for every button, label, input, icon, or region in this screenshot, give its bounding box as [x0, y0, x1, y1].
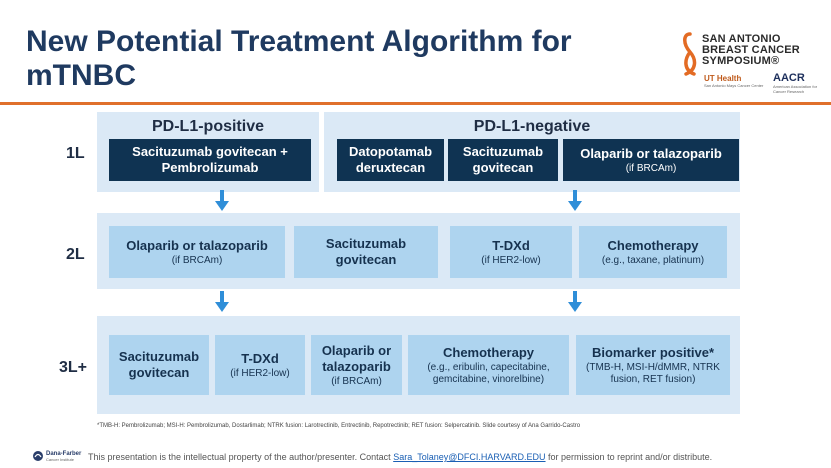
box-title: Biomarker positive*	[591, 344, 715, 360]
row-label-1l: 1L	[66, 145, 85, 162]
pdl1-negative-header: PD-L1-negative	[473, 118, 591, 135]
3l-box-parp: Olaparib or talazoparib (if BRCAm)	[311, 335, 402, 395]
box-subtitle: (if HER2-low)	[230, 367, 290, 379]
box-title: Datopotamab deruxtecan	[348, 144, 433, 175]
down-arrow-icon	[215, 190, 229, 211]
pdl1-positive-header: PD-L1-positive	[151, 118, 264, 135]
box-title: Sacituzumab govitecan	[462, 144, 544, 175]
box-subtitle: (if BRCAm)	[625, 162, 677, 174]
3l-box-biomarker: Biomarker positive* (TMB-H, MSI-H/dMMR, …	[576, 335, 730, 395]
2l-box-sg: Sacituzumab govitecan	[294, 226, 438, 278]
sabcs-logo: SAN ANTONIO BREAST CANCER SYMPOSIUM® UT …	[680, 30, 825, 98]
3l-box-chemo: Chemotherapy (e.g., eribulin, capecitabi…	[408, 335, 569, 395]
footer-text: for permission to reprint and/or distrib…	[545, 452, 713, 462]
box-subtitle: (if HER2-low)	[481, 254, 541, 266]
1l-box-sg: Sacituzumab govitecan	[448, 139, 558, 181]
box-title: Olaparib or talazoparib	[321, 342, 392, 374]
box-title: Olaparib or talazoparib	[126, 237, 268, 253]
dana-farber-logo: Dana-Farber Cancer Institute	[32, 450, 82, 464]
box-subtitle: (if BRCAm)	[331, 375, 382, 387]
sabcs-line: SAN ANTONIO	[702, 33, 781, 45]
dana-farber-subtitle: Cancer Institute	[46, 457, 75, 462]
down-arrow-icon	[568, 190, 582, 211]
box-title: Olaparib or talazoparib	[580, 145, 722, 161]
box-subtitle: (if BRCAm)	[171, 254, 223, 266]
contact-email-link[interactable]: Sara_Tolaney@DFCI.HARVARD.EDU	[393, 452, 546, 462]
3l-box-sg: Sacituzumab govitecan	[109, 335, 209, 395]
box-subtitle: (TMB-H, MSI-H/dMMR, NTRK fusion, RET fus…	[586, 361, 720, 385]
2l-box-tdxd: T-DXd (if HER2-low)	[450, 226, 572, 278]
footnote: *TMB-H: Pembrolizumab; MSI-H: Pembrolizu…	[97, 423, 581, 429]
3l-box-tdxd: T-DXd (if HER2-low)	[215, 335, 305, 395]
box-title: T-DXd	[241, 350, 279, 366]
uthealth-subtitle: San Antonio Mays Cancer Center	[704, 83, 764, 88]
box-title: Sacituzumab govitecan + Pembrolizumab	[132, 144, 288, 175]
box-subtitle: (e.g., taxane, platinum)	[601, 254, 705, 266]
1l-box-sg-pembro: Sacituzumab govitecan + Pembrolizumab	[109, 139, 311, 181]
down-arrow-icon	[215, 291, 229, 312]
box-title: T-DXd	[492, 237, 530, 253]
row-label-2l: 2L	[66, 246, 85, 263]
1l-box-parp: Olaparib or talazoparib (if BRCAm)	[563, 139, 739, 181]
1l-box-dato-dxd: Datopotamab deruxtecan	[337, 139, 444, 181]
pink-ribbon-icon	[683, 32, 697, 76]
aacr-subtitle: American Association for Cancer Research	[773, 84, 818, 94]
aacr-logo: AACR American Association for Cancer Res…	[773, 72, 825, 94]
aacr-name: AACR	[773, 72, 805, 84]
box-title: Sacituzumab govitecan	[325, 236, 407, 267]
sabcs-line: SYMPOSIUM®	[702, 55, 780, 67]
footer-text: This presentation is the intellectual pr…	[88, 452, 394, 462]
row-label-3l: 3L+	[59, 359, 88, 376]
box-title: Sacituzumab govitecan	[118, 349, 200, 380]
title-divider	[0, 102, 831, 105]
uthealth-logo: UT Health San Antonio Mays Cancer Center	[704, 74, 763, 88]
box-title: Chemotherapy	[607, 237, 699, 253]
dana-farber-name: Dana-Farber	[46, 451, 82, 457]
sabcs-line: BREAST CANCER	[702, 44, 800, 56]
down-arrow-icon	[568, 291, 582, 312]
2l-box-parp: Olaparib or talazoparib (if BRCAm)	[109, 226, 285, 278]
copyright-footer: This presentation is the intellectual pr…	[88, 452, 712, 462]
dana-farber-wordmark: Dana-Farber Cancer Institute	[46, 451, 81, 463]
box-title: Chemotherapy	[442, 344, 535, 360]
page-title: New Potential Treatment Algorithm for mT…	[26, 25, 572, 92]
2l-box-chemo: Chemotherapy (e.g., taxane, platinum)	[579, 226, 727, 278]
uthealth-name: UT Health	[704, 74, 742, 83]
dana-farber-mark-icon	[33, 451, 43, 461]
sabcs-wordmark: SAN ANTONIO BREAST CANCER SYMPOSIUM®	[702, 34, 800, 67]
box-subtitle: (e.g., eribulin, capecitabine, gemcitabi…	[427, 361, 550, 385]
